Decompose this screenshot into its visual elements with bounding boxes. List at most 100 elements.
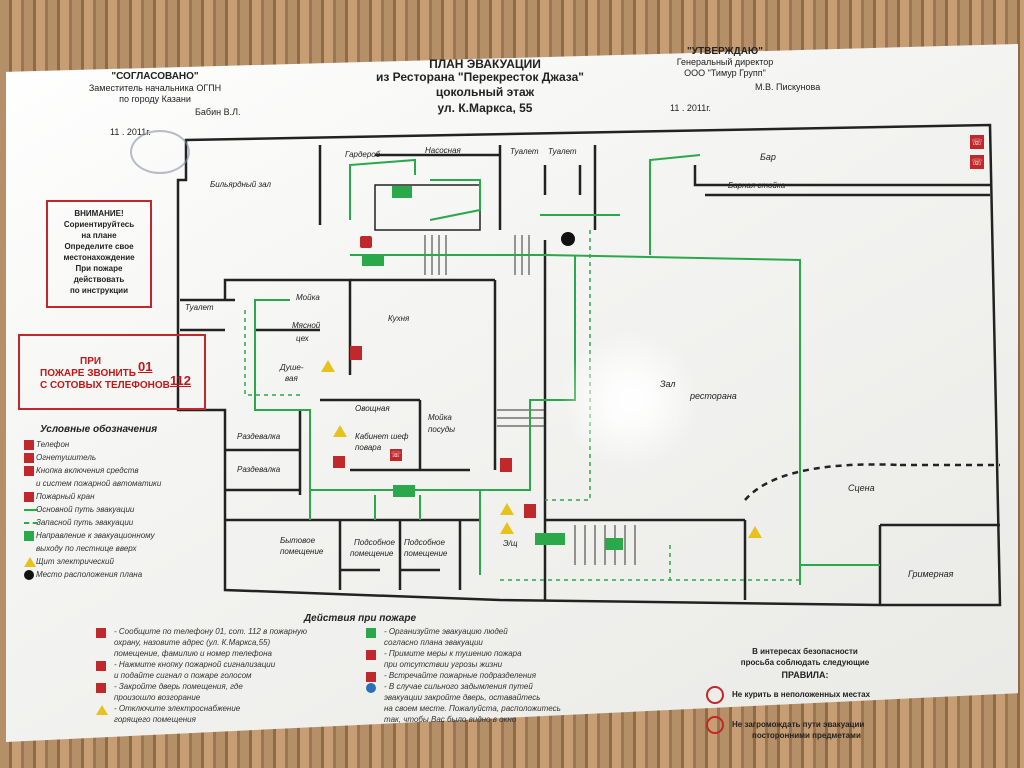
room-utility-1: Подсобное bbox=[354, 538, 395, 547]
floor-label: цокольный этаж bbox=[435, 85, 535, 99]
address-label: ул. К.Маркса, 55 bbox=[437, 101, 533, 115]
action-line: - Отключите электроснабжение bbox=[114, 704, 241, 713]
action-line: горящего помещения bbox=[114, 715, 196, 724]
electric-panel-icon bbox=[96, 705, 108, 715]
action-line: произошло возгорание bbox=[114, 693, 201, 702]
warning-line: При пожаре bbox=[75, 264, 123, 273]
plan-title: ПЛАН ЭВАКУАЦИИ bbox=[429, 57, 541, 71]
room-bar-counter: Барная стойка bbox=[728, 181, 786, 190]
reserve-route-icon bbox=[24, 522, 38, 524]
room-billiard: Бильярдный зал bbox=[210, 180, 271, 189]
room-shower: Душе- bbox=[280, 363, 304, 372]
electric-panel-icon bbox=[24, 557, 36, 567]
extinguisher-icon bbox=[350, 346, 362, 360]
action-line: на своем месте. Пожалуйста, расположитес… bbox=[384, 704, 561, 713]
room-washing: Мойка bbox=[296, 293, 320, 302]
phone-line3: С СОТОВЫХ ТЕЛЕФОНОВ bbox=[40, 380, 170, 391]
seal-stamp bbox=[130, 130, 190, 174]
warning-line: Сориентируйтесь bbox=[63, 220, 135, 229]
rules-rule1: Не курить в неположенных местах bbox=[732, 690, 871, 699]
light-glare bbox=[560, 330, 700, 470]
approved-left-heading: "СОГЛАСОВАНО" bbox=[111, 71, 199, 82]
room-dressing: Гримерная bbox=[908, 569, 954, 579]
room-meat: Мясной bbox=[292, 321, 321, 330]
room-shower-2: вая bbox=[285, 374, 298, 383]
legend-title: Условные обозначения bbox=[40, 424, 158, 435]
phone-icon bbox=[24, 440, 34, 450]
exit-sign-icon bbox=[535, 533, 565, 545]
approved-left-name: Бабин В.Л. bbox=[195, 107, 241, 117]
room-household-2: помещение bbox=[280, 547, 324, 556]
fire-hose-icon bbox=[24, 492, 34, 502]
action-line: - Нажмите кнопку пожарной сигнализации bbox=[114, 660, 276, 669]
you-are-here-icon bbox=[24, 570, 34, 580]
action-line: охрану, назовите адрес (ул. К.Маркса,55) bbox=[114, 638, 271, 647]
phone-number-112: 112 bbox=[170, 373, 191, 388]
exit-sign-icon bbox=[362, 254, 384, 266]
room-meat-2: цех bbox=[296, 334, 309, 343]
room-utility-2: Подсобное bbox=[404, 538, 445, 547]
room-elec: Э/щ bbox=[503, 539, 518, 548]
action-line: - Сообщите по телефону 01, сот. 112 в по… bbox=[114, 627, 307, 636]
room-wc1: Туалет bbox=[510, 147, 539, 156]
rules-heading: ПРАВИЛА: bbox=[781, 670, 829, 680]
info-icon bbox=[366, 683, 376, 693]
electric-panel-icon bbox=[500, 503, 514, 515]
room-bar: Бар bbox=[760, 152, 776, 162]
phone-icon: ☏ bbox=[970, 135, 984, 149]
warning-line: ВНИМАНИЕ! bbox=[74, 209, 124, 218]
phone-icon bbox=[96, 628, 106, 638]
stair-exit-icon bbox=[605, 538, 623, 550]
electric-panel-icon bbox=[333, 425, 347, 437]
action-line: эвакуации закройте дверь, оставайтесь bbox=[384, 693, 541, 702]
reserve-evacuation-route bbox=[244, 230, 800, 581]
main-evacuation-route bbox=[254, 154, 880, 585]
warning-line: на плане bbox=[81, 231, 117, 240]
actions-title: Действия при пожаре bbox=[303, 613, 417, 624]
door-icon bbox=[96, 683, 106, 693]
you-are-here-icon bbox=[561, 232, 575, 246]
action-line: и подайте сигнал о пожаре голосом bbox=[114, 671, 252, 680]
room-chef: Кабинет шеф bbox=[355, 432, 409, 441]
electric-panel-icon bbox=[321, 360, 335, 372]
rules-line2: просьба соблюдать следующие bbox=[740, 658, 870, 667]
approved-right-name: М.В. Пискунова bbox=[755, 82, 821, 92]
phone-icon: ☏ bbox=[970, 155, 984, 169]
legend-item-label: и систем пожарной автоматики bbox=[36, 479, 162, 488]
alarm-button-icon bbox=[360, 236, 372, 248]
exit-sign-icon bbox=[393, 485, 415, 497]
room-household: Бытовое bbox=[280, 536, 316, 545]
phone-line2: ПОЖАРЕ ЗВОНИТЬ bbox=[40, 368, 136, 379]
action-line: - В случае сильного задымления путей bbox=[384, 682, 533, 691]
legend-item-label: Телефон bbox=[36, 440, 70, 449]
alarm-button-icon bbox=[24, 466, 34, 476]
room-locker-2: Раздевалка bbox=[237, 465, 281, 474]
fire-truck-icon bbox=[366, 672, 376, 682]
room-pump: Насосная bbox=[425, 146, 461, 155]
room-locker-1: Раздевалка bbox=[237, 432, 281, 441]
no-smoking-icon bbox=[706, 686, 724, 704]
room-hall: Зал bbox=[660, 379, 676, 389]
phone-box: ПРИ ПОЖАРЕ ЗВОНИТЬ С СОТОВЫХ ТЕЛЕФОНОВ 0… bbox=[18, 334, 206, 410]
warning-line: местонахождение bbox=[63, 253, 135, 262]
extinguisher-icon bbox=[366, 650, 376, 660]
alarm-button-icon bbox=[333, 456, 345, 468]
action-line: - Встречайте пожарные подразделения bbox=[384, 671, 536, 680]
approved-left-date: 11 . 2011г. bbox=[110, 127, 151, 137]
room-dishwash-2: посуды bbox=[428, 425, 456, 434]
legend-item-label: Основной путь эвакуации bbox=[36, 505, 135, 514]
approved-right-line2: ООО "Тимур Групп" bbox=[684, 68, 766, 78]
extinguisher-icon bbox=[524, 504, 536, 518]
action-line: при отсутствии угрозы жизни bbox=[384, 660, 503, 669]
legend-item-label: Запасной путь эвакуации bbox=[36, 518, 134, 527]
approved-right-heading: "УТВЕРЖДАЮ" bbox=[687, 46, 763, 57]
rules-rule2b: посторонними предметами bbox=[752, 731, 861, 740]
approved-right-line1: Генеральный директор bbox=[676, 57, 774, 67]
extinguisher-icon bbox=[500, 458, 512, 472]
room-wc2: Туалет bbox=[548, 147, 577, 156]
room-dishwash: Мойка bbox=[428, 413, 452, 422]
action-line: помещение, фамилию и номер телефона bbox=[114, 649, 272, 658]
alarm-button-icon bbox=[96, 661, 106, 671]
room-chef-2: повара bbox=[355, 443, 382, 452]
legend-item-label: Пожарный кран bbox=[36, 492, 95, 501]
